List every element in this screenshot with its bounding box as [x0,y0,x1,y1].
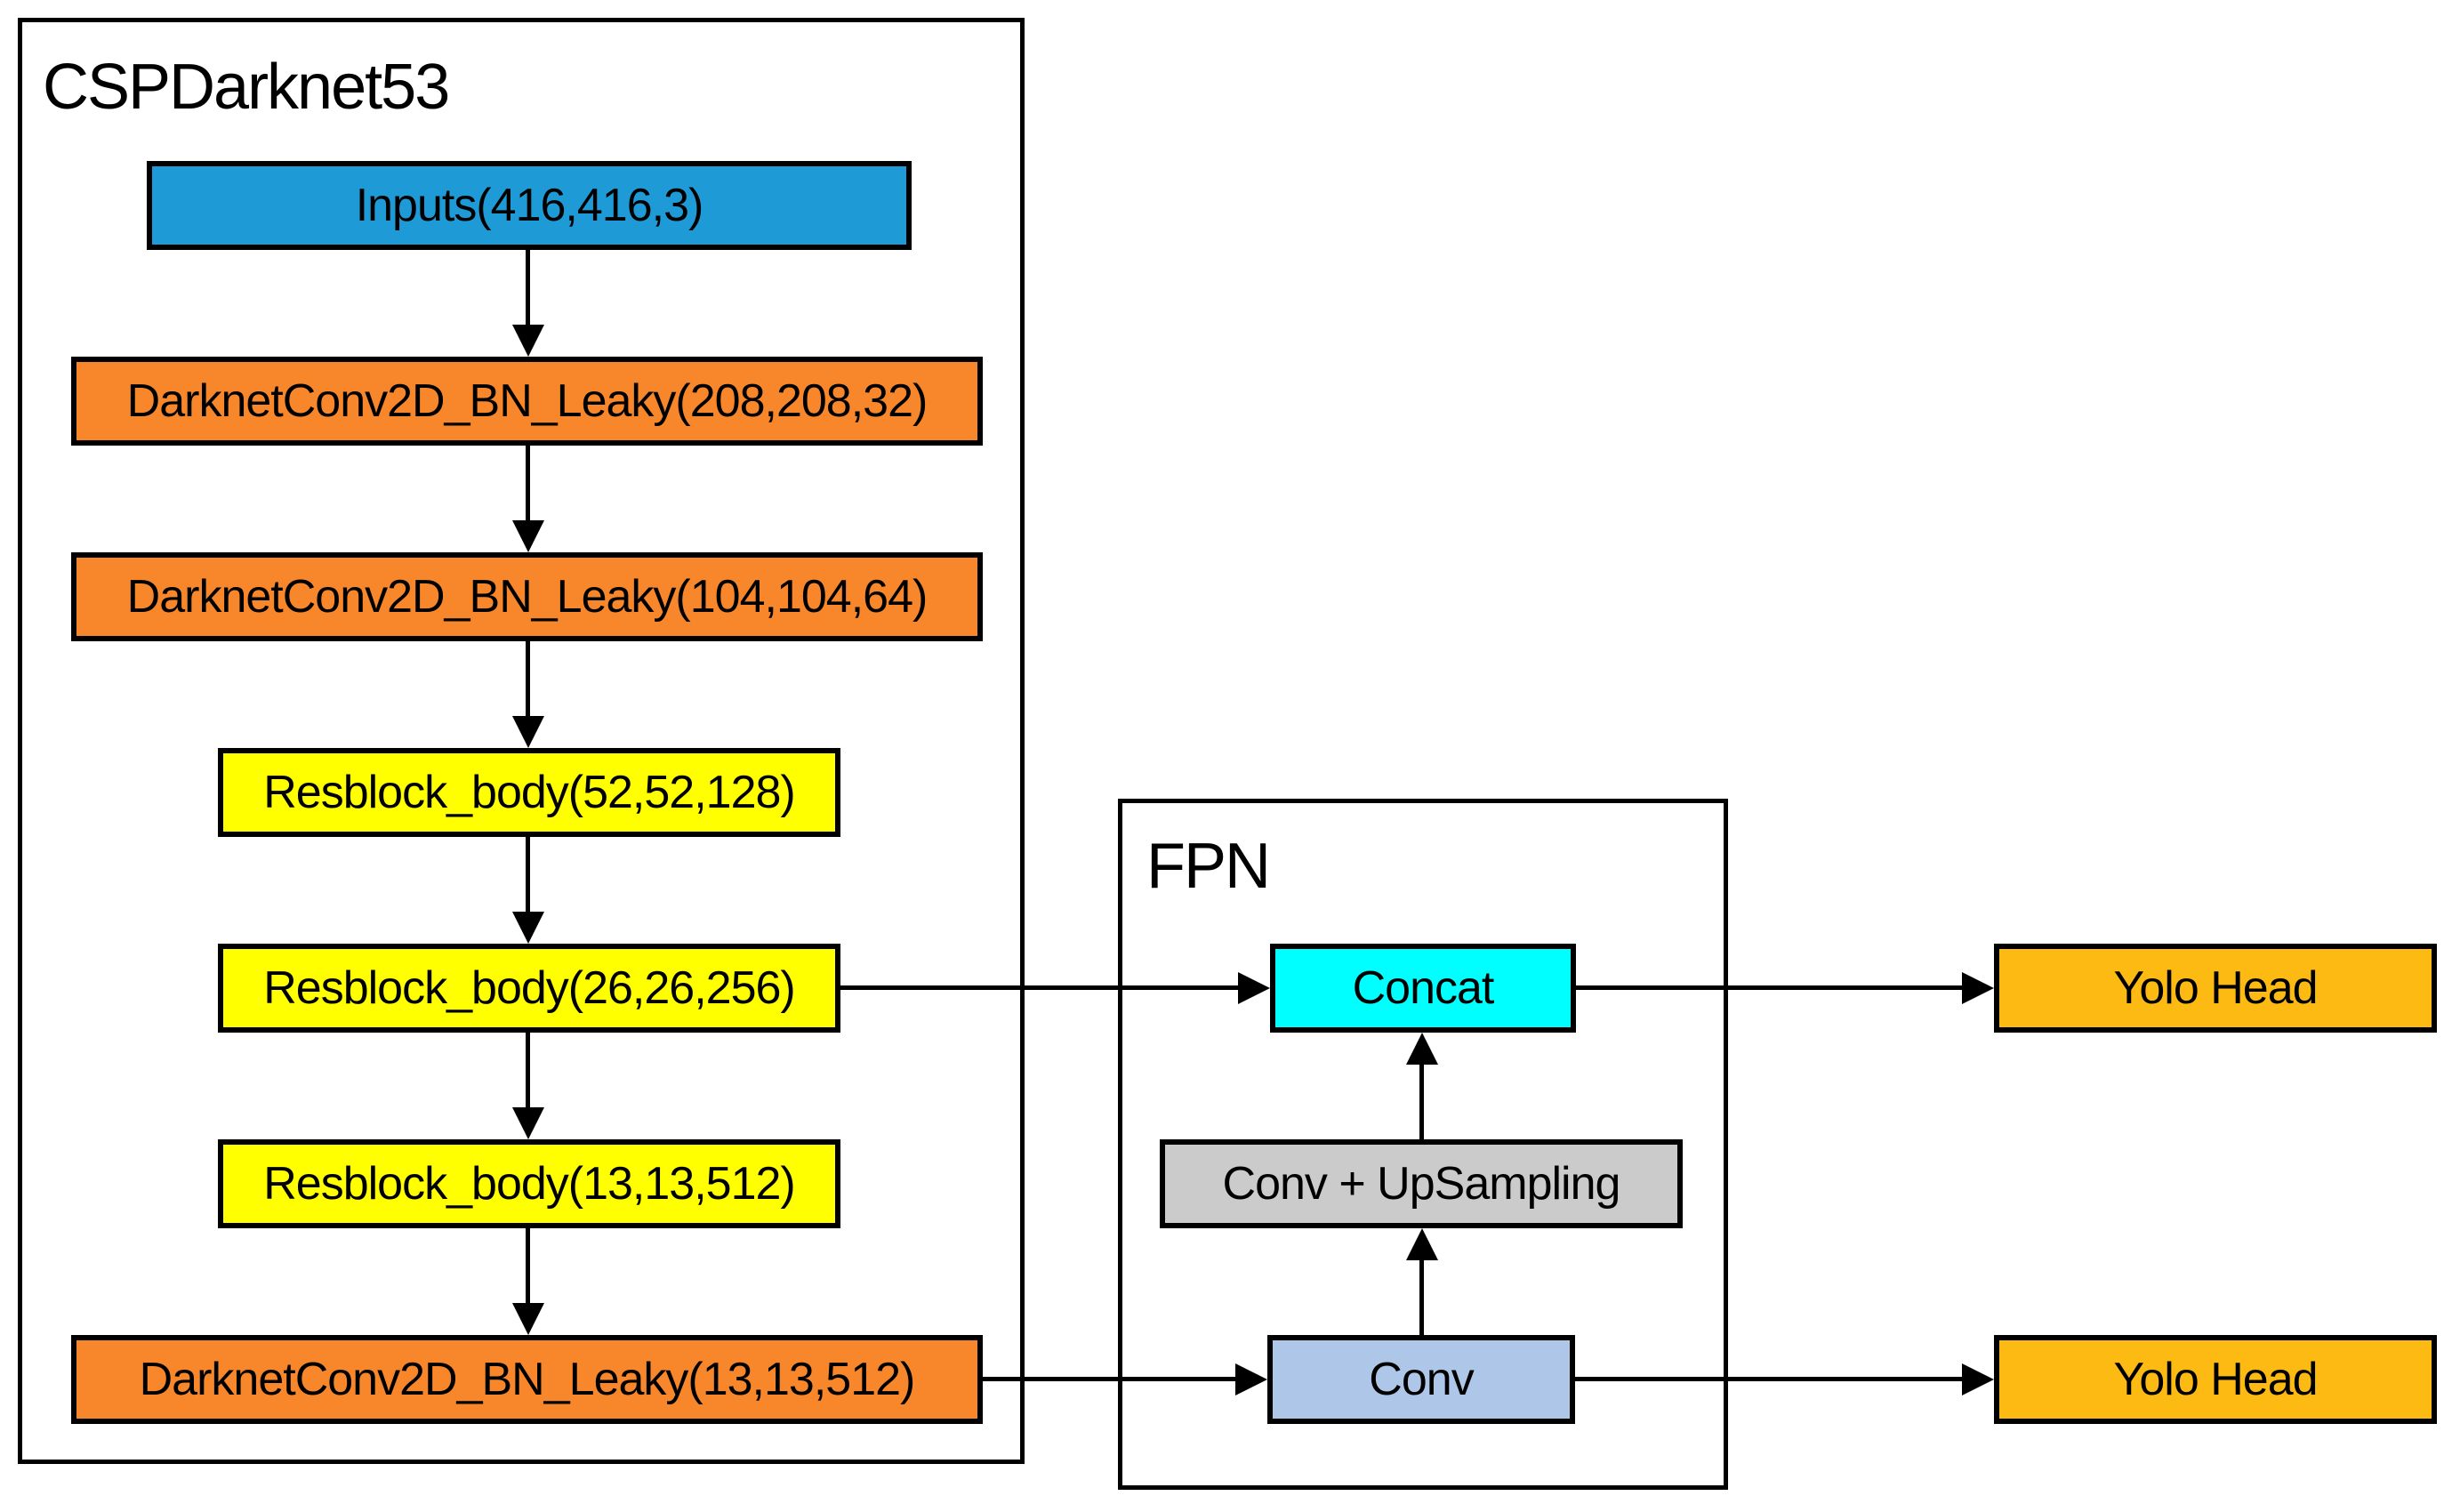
arrowhead-down-icon [512,1107,544,1139]
node-resblock-52: Resblock_body(52,52,128) [218,748,840,837]
node-darknetconv2d-104: DarknetConv2D_BN_Leaky(104,104,64) [71,552,983,641]
arrowhead-right-icon [1238,972,1270,1004]
arrow-shaft [983,1377,1241,1381]
arrow-shaft [1419,1255,1424,1335]
arrowhead-down-icon [512,325,544,357]
arrowhead-down-icon [512,1303,544,1335]
node-conv: Conv [1267,1335,1575,1424]
fpn-title: FPN [1146,831,1271,902]
arrow-shaft [526,446,530,526]
arrow-shaft [840,985,1243,990]
node-yolo-head-bottom: Yolo Head [1994,1335,2437,1424]
arrow-shaft [1419,1059,1424,1139]
node-resblock-26: Resblock_body(26,26,256) [218,944,840,1033]
cspdarknet53-container [18,18,1025,1464]
node-darknetconv2d-13: DarknetConv2D_BN_Leaky(13,13,512) [71,1335,983,1424]
arrow-shaft [526,837,530,917]
arrowhead-up-icon [1406,1033,1438,1065]
arrowhead-down-icon [512,912,544,944]
arrowhead-right-icon [1235,1363,1267,1395]
node-darknetconv2d-208: DarknetConv2D_BN_Leaky(208,208,32) [71,357,983,446]
arrowhead-up-icon [1406,1228,1438,1260]
arrow-shaft [526,1033,530,1113]
arrow-shaft [1576,985,1967,990]
arrow-shaft [526,250,530,330]
arrowhead-right-icon [1962,1363,1994,1395]
arrow-shaft [526,641,530,721]
arrowhead-down-icon [512,716,544,748]
node-concat: Concat [1270,944,1576,1033]
arrow-shaft [1575,1377,1967,1381]
arrow-shaft [526,1228,530,1308]
arrowhead-right-icon [1962,972,1994,1004]
arrowhead-down-icon [512,520,544,552]
node-resblock-13: Resblock_body(13,13,512) [218,1139,840,1228]
node-conv-upsampling: Conv + UpSampling [1160,1139,1683,1228]
fpn-container [1118,799,1728,1490]
node-inputs: Inputs(416,416,3) [147,161,912,250]
cspdarknet53-title: CSPDarknet53 [43,52,450,123]
node-yolo-head-top: Yolo Head [1994,944,2437,1033]
